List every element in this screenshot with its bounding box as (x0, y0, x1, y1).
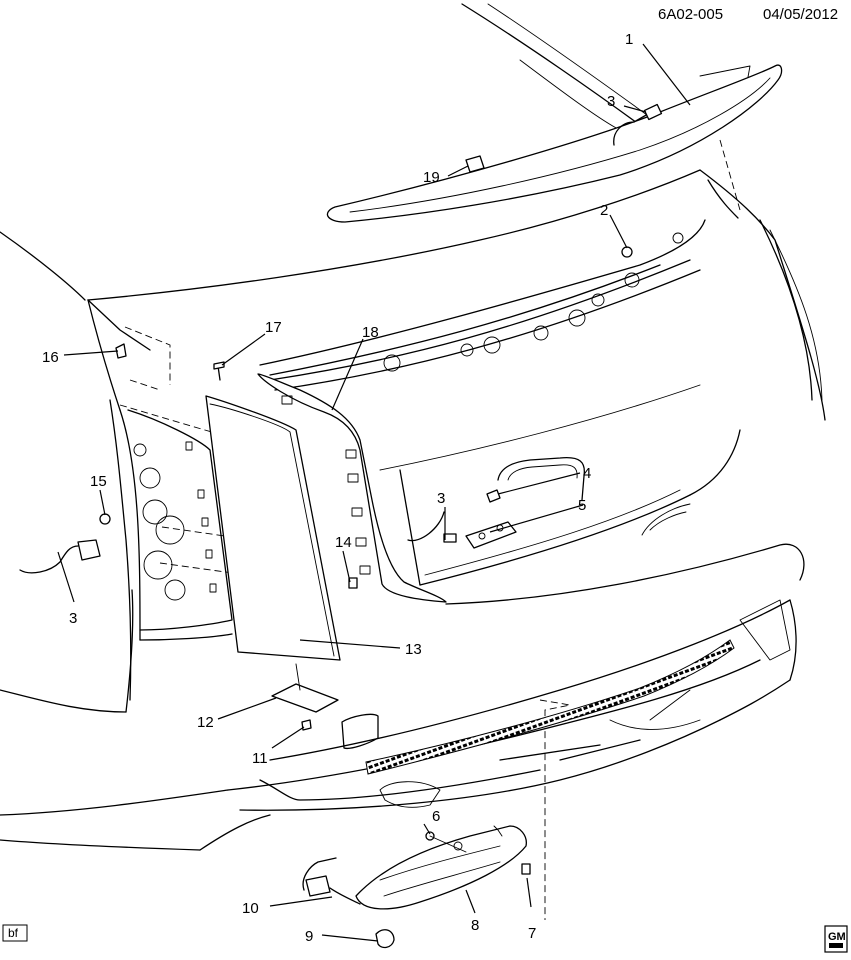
initials-text: bf (8, 926, 19, 940)
callout-14: 14 (335, 534, 352, 551)
retainer-14 (348, 577, 358, 589)
license-pocket (497, 456, 586, 501)
callout-5: 5 (578, 497, 586, 514)
bumper-fascia (0, 543, 805, 851)
gm-logo: GM (824, 925, 848, 953)
screw-11 (301, 719, 312, 731)
screw-6 (425, 831, 467, 853)
callout-2: 2 (600, 202, 608, 219)
diagram-code: 6A02-005 (658, 6, 723, 23)
tail-lamp (185, 395, 341, 661)
spoiler-wire-harness (613, 103, 663, 146)
screw-17 (213, 361, 225, 381)
callout-17: 17 (265, 319, 282, 336)
svg-text:GM: GM (828, 931, 846, 943)
bracket-12 (271, 663, 339, 713)
callout-19: 19 (423, 169, 440, 186)
callout-6: 6 (432, 808, 440, 825)
spoiler (326, 64, 783, 223)
gasket (257, 373, 447, 603)
callout-18: 18 (362, 324, 379, 341)
callout-13: 13 (405, 641, 422, 658)
callout-15: 15 (90, 473, 107, 490)
callout-9: 9 (305, 928, 313, 945)
callout-labels: 1 2 3 3 3 4 5 6 7 8 9 10 11 12 13 14 15 … (42, 31, 633, 945)
callout-3-spoiler-harness: 3 (607, 93, 615, 110)
callout-10: 10 (242, 900, 259, 917)
trunk-molding (269, 232, 701, 391)
nut-15 (99, 513, 111, 525)
callout-16: 16 (42, 349, 59, 366)
quarter-panel (0, 299, 233, 851)
lower-lamp (355, 825, 527, 910)
callout-8: 8 (471, 917, 479, 934)
initials-stamp: bf (2, 924, 28, 942)
trunk-emblem (641, 503, 691, 536)
bulb-9 (375, 929, 395, 949)
callout-7: 7 (528, 925, 536, 942)
clip-16 (115, 343, 127, 359)
leader-lines (57, 43, 691, 942)
callout-1: 1 (625, 31, 633, 48)
fuel-door (341, 713, 379, 750)
callout-3-license-harness: 3 (437, 490, 445, 507)
diagram-date: 04/05/2012 (763, 6, 838, 23)
lower-lamp-wire (302, 857, 361, 905)
clip-7 (521, 863, 531, 875)
callout-11: 11 (252, 750, 268, 767)
trunk-lid (87, 169, 826, 586)
callout-12: 12 (197, 714, 214, 731)
spoiler-clip (465, 155, 485, 173)
alignment-lines (119, 139, 741, 920)
license-lamp (407, 511, 517, 549)
tail-lamp-wire (19, 539, 101, 574)
bumper-grille (365, 639, 735, 775)
license-bulb (486, 489, 501, 503)
callout-4: 4 (583, 465, 591, 482)
trunk-nut (621, 246, 633, 258)
callout-3-lamp-harness: 3 (69, 610, 77, 627)
